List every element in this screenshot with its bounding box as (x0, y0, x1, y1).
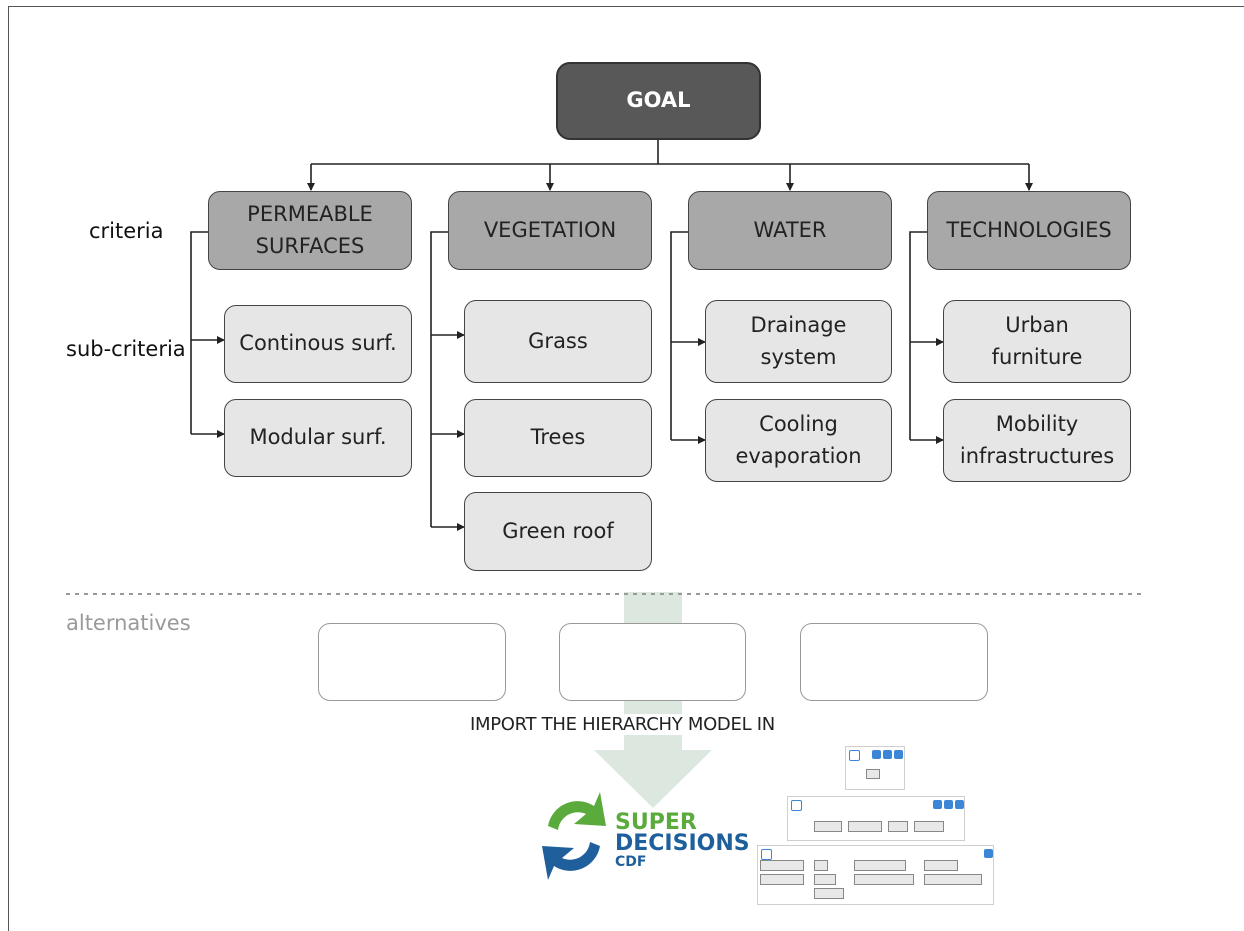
criteria-label: criteria (89, 219, 164, 243)
alternatives-label: alternatives (66, 611, 191, 635)
logo-text-super: SUPER (615, 810, 697, 835)
criterion-water: WATER (688, 191, 892, 270)
logo-text-decisions: DECISIONS (615, 831, 750, 856)
subcriterion-grass: Grass (464, 300, 652, 383)
figure-frame (8, 6, 1244, 931)
subcriterion-cooling-evaporation: Cooling evaporation (705, 399, 892, 482)
criterion-technologies: TECHNOLOGIES (927, 191, 1131, 270)
goal-node: GOAL (556, 62, 761, 140)
subcriterion-green-roof: Green roof (464, 492, 652, 571)
subcriterion-urban-furniture: Urban furniture (943, 300, 1131, 383)
import-caption: IMPORT THE HIERARCHY MODEL IN (467, 714, 778, 735)
software-thumbnail-goal (845, 746, 905, 790)
subcriterion-drainage-system: Drainage system (705, 300, 892, 383)
subcriterion-continous-surf: Continous surf. (224, 305, 412, 383)
software-thumbnail-criteria (787, 796, 965, 841)
subcriterion-mobility-infrastructures: Mobility infrastructures (943, 399, 1131, 482)
logo-mark (542, 792, 606, 880)
sub-criteria-label: sub-criteria (66, 337, 186, 361)
alternative-box-2 (559, 623, 746, 701)
criterion-permeable-surfaces: PERMEABLE SURFACES (208, 191, 412, 270)
alternative-box-3 (800, 623, 988, 701)
software-thumbnail-subcriteria (757, 845, 994, 905)
alternative-box-1 (318, 623, 506, 701)
subcriterion-trees: Trees (464, 399, 652, 477)
logo-text-cdf: CDF (615, 854, 647, 870)
criterion-vegetation: VEGETATION (448, 191, 652, 270)
subcriterion-modular-surf: Modular surf. (224, 399, 412, 477)
